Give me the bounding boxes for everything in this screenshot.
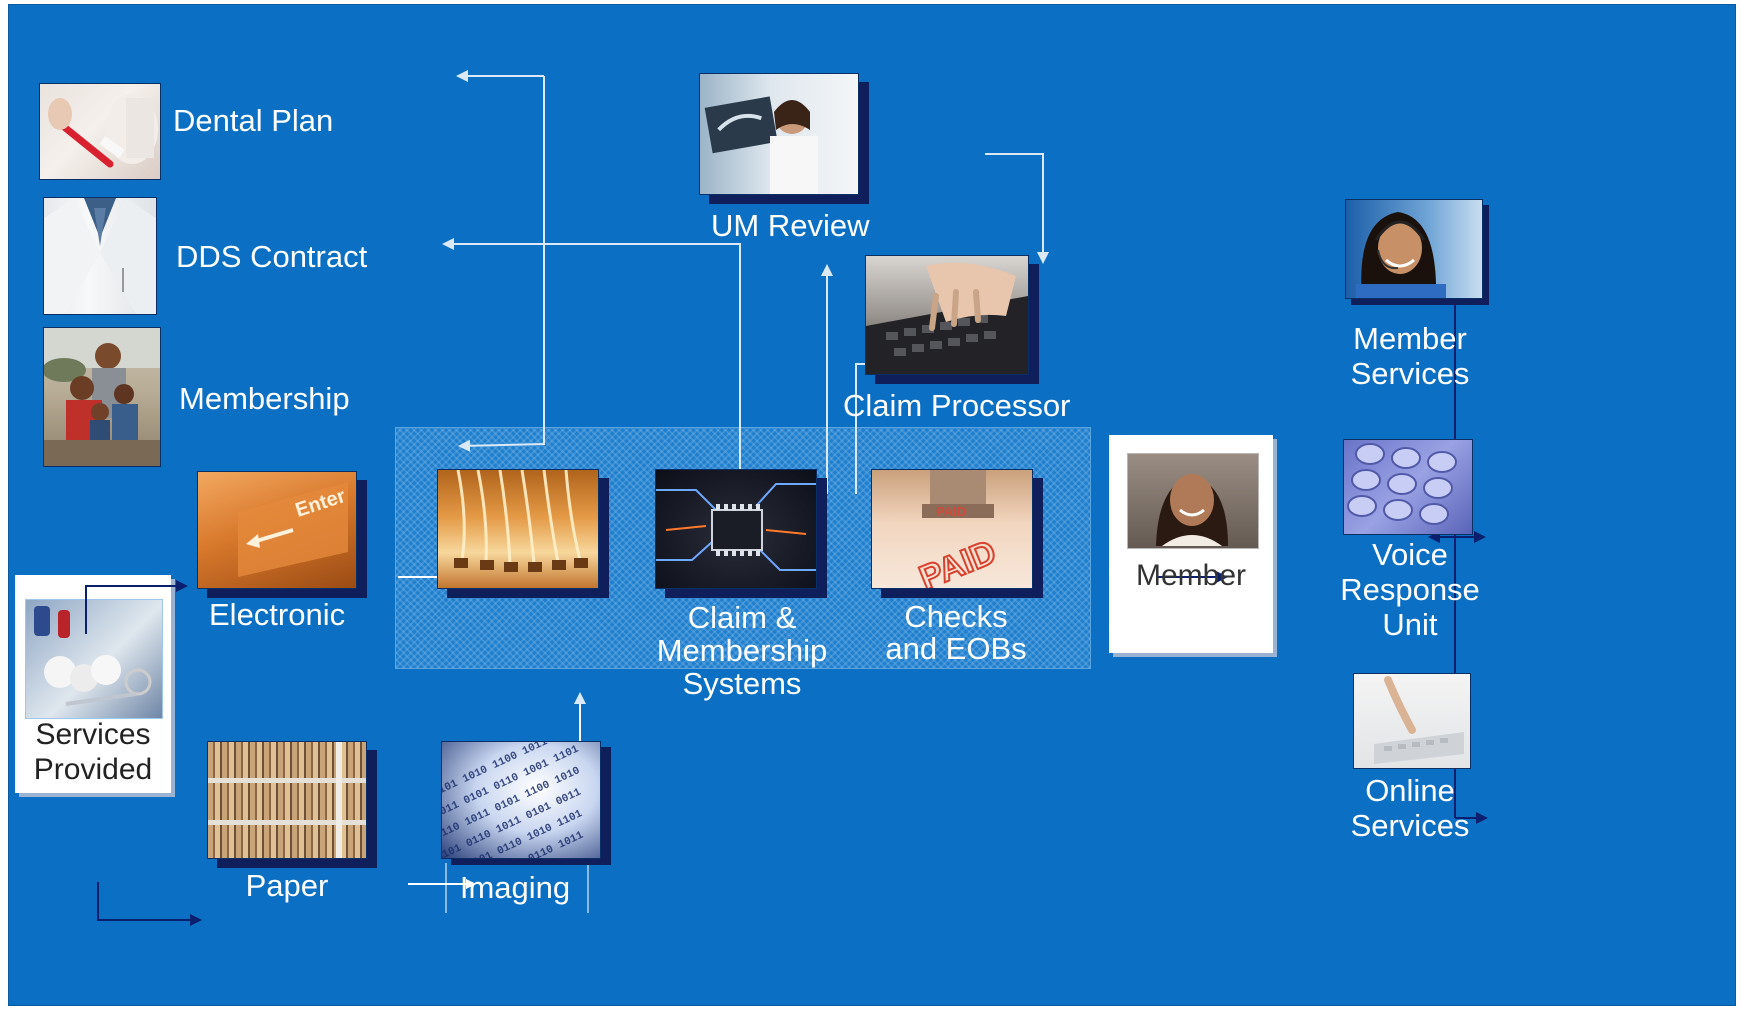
services-provided-label: Services Provided	[33, 718, 153, 786]
electronic-label: Electronic	[209, 597, 346, 632]
checks-eobs-label: Checks and EOBs	[885, 599, 1027, 666]
member-photo	[1127, 453, 1259, 549]
services-provided-photo	[25, 599, 163, 719]
imaging-photo: 0101 1010 1100 1011 0110 1011 0101 0110 …	[431, 722, 601, 907]
member-services-label: Member Services	[1350, 321, 1470, 391]
online-services-photo	[1353, 673, 1471, 769]
svg-text:PAID: PAID	[936, 504, 966, 519]
headset-agent-icon	[1356, 212, 1446, 298]
paid-stamp-icon: PAID PAID	[913, 470, 1002, 599]
claim-processor-label: Claim Processor	[843, 388, 1071, 423]
member-portrait-icon	[1156, 474, 1228, 546]
cable-connectors-icon	[454, 469, 588, 572]
online-services-label: Online Services	[1350, 773, 1470, 843]
um-review-label: UM Review	[711, 208, 870, 243]
enter-key-icon: Enter	[238, 482, 348, 577]
family-icon	[42, 328, 160, 466]
imaging-label: Imaging	[459, 870, 571, 905]
membership-photo	[42, 327, 161, 467]
dental-plan-label: Dental Plan	[173, 103, 334, 138]
toothbrush-icon	[48, 94, 158, 168]
phone-keypad-icon	[1347, 443, 1457, 525]
xray-review-icon	[704, 96, 818, 194]
paper-label: Paper	[245, 868, 329, 903]
keyboard-finger-icon	[1374, 676, 1464, 764]
dental-plan-photo	[39, 83, 161, 180]
dds-contract-photo	[43, 197, 157, 315]
dental-tools-icon	[34, 606, 152, 706]
checks-eobs-photo: PAID PAID	[871, 469, 1033, 599]
claim-processor-photo	[865, 255, 1029, 375]
file-shelves-icon	[208, 742, 366, 858]
svg-text:PAID: PAID	[914, 533, 1001, 588]
keyboard-typing-icon	[866, 262, 1028, 374]
doctor-coat-icon	[44, 198, 156, 314]
electronic-photo: Enter	[197, 471, 357, 589]
paper-photo	[207, 741, 367, 859]
claim-membership-systems-photo	[655, 469, 817, 589]
voice-response-unit-label: Voice Response Unit	[1340, 537, 1480, 642]
claim-membership-systems-label: Claim & Membership Systems	[656, 600, 828, 701]
um-review-photo	[699, 73, 859, 195]
dds-contract-label: DDS Contract	[176, 239, 368, 274]
voice-response-unit-photo	[1343, 439, 1473, 535]
membership-label: Membership	[179, 381, 350, 416]
imaging-label-box	[445, 863, 589, 913]
binary-code-icon: 0101 1010 1100 1011 0110 1011 0101 0110 …	[431, 722, 586, 907]
circuit-chip-icon	[656, 483, 816, 571]
intake-photo	[437, 469, 599, 589]
member-services-photo	[1345, 199, 1483, 299]
member-label: Member	[1135, 559, 1247, 592]
diagram-canvas: Enter Services Provided 0101 1010 11	[8, 4, 1736, 1006]
